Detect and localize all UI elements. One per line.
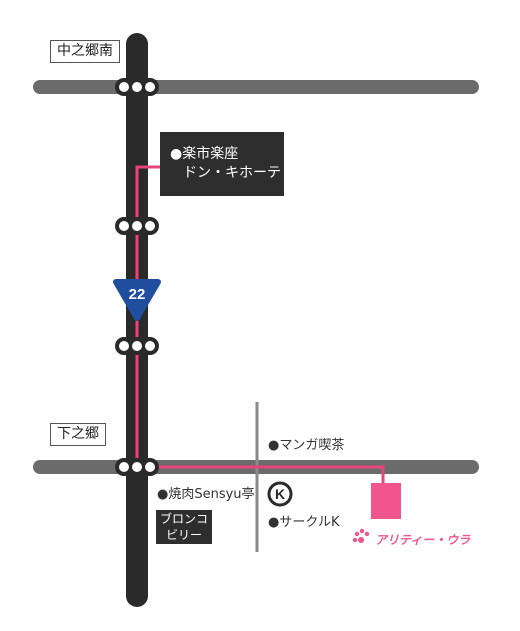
route-22-sign [113, 279, 161, 321]
guide-route [135, 165, 385, 484]
landmark-rakuichi-name: ●楽市楽座 [170, 146, 239, 162]
landmark-manga-cafe: ●マンガ喫茶 [268, 438, 345, 453]
route-22-number: 22 [129, 286, 146, 303]
landmark-rakuichi-donki: ●楽市楽座 ドン・キホーテ [160, 132, 284, 196]
circle-k-logo-letter: K [275, 486, 285, 502]
circle-k-logo-icon [267, 481, 293, 507]
traffic-signal-icon [115, 217, 159, 235]
landmark-yakiniku-sensyu: ●焼肉Sensyu亭 [157, 487, 255, 502]
landmark-bronco-billy: ブロンコ ビリー [156, 510, 212, 544]
landmark-donki-name: ドン・キホーテ [183, 164, 281, 181]
traffic-signal-icon [115, 458, 159, 476]
destination-logo-icon [352, 528, 370, 543]
destination-building [371, 483, 401, 519]
landmark-bronco-line2: ビリー [165, 527, 202, 542]
traffic-signal-icon [115, 78, 159, 96]
intersection-label-shimonogo: 下之郷 [50, 423, 106, 447]
destination-logo-text: アリティー・ウラ [375, 533, 471, 547]
traffic-signal-icon [115, 337, 159, 355]
landmark-bronco-line1: ブロンコ [159, 512, 208, 526]
intersection-label-nakanogo-minami: 中之郷南 [50, 40, 120, 64]
landmark-circle-k: ●サークルK [268, 515, 340, 530]
